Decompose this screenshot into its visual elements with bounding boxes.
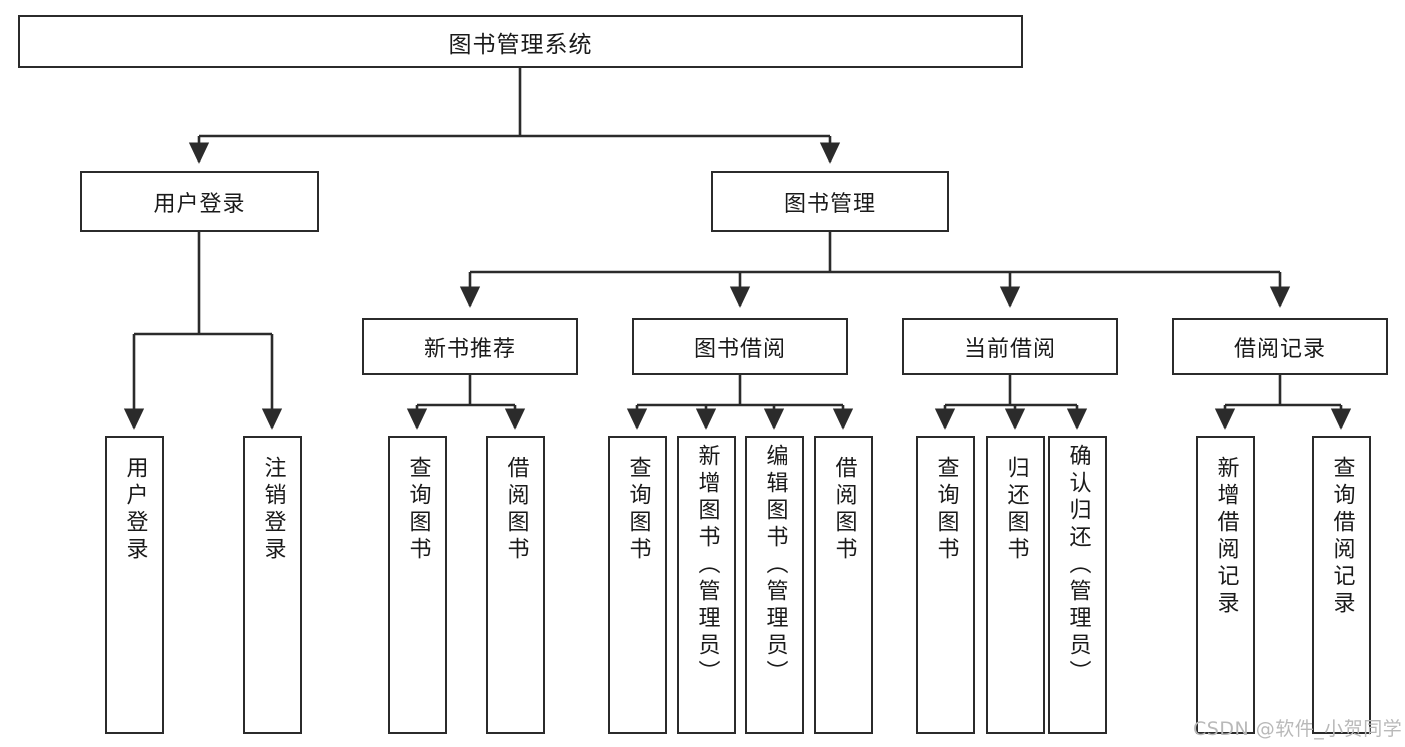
node-book-borrow-label: 图书借阅	[693, 336, 786, 362]
node-current-borrow-label: 当前借阅	[963, 336, 1056, 362]
node-leaf-return-book-label: 归还图书	[1003, 456, 1029, 564]
csdn-watermark: CSDN @软件_小贺同学	[1193, 718, 1403, 740]
node-leaf-query-book-2-label: 查询图书	[625, 456, 651, 564]
node-leaf-return-book[interactable]: 归还图书	[986, 436, 1045, 734]
node-leaf-confirm-return[interactable]: 确认归还（管理员）	[1048, 436, 1107, 734]
node-leaf-logout-label: 注销登录	[260, 456, 286, 564]
node-leaf-user-login[interactable]: 用户登录	[105, 436, 164, 734]
node-leaf-borrow-book-1[interactable]: 借阅图书	[486, 436, 545, 734]
node-leaf-query-book-3-label: 查询图书	[933, 456, 959, 564]
node-current-borrow[interactable]: 当前借阅	[902, 318, 1118, 375]
node-leaf-query-record-label: 查询借阅记录	[1329, 456, 1355, 618]
node-leaf-query-book-3[interactable]: 查询图书	[916, 436, 975, 734]
node-root[interactable]: 图书管理系统	[18, 15, 1023, 68]
node-user-login[interactable]: 用户登录	[80, 171, 319, 232]
node-leaf-query-book-1[interactable]: 查询图书	[388, 436, 447, 734]
node-new-book-recommend[interactable]: 新书推荐	[362, 318, 578, 375]
node-leaf-add-book-label: 新增图书（管理员）	[694, 444, 720, 687]
node-user-login-label: 用户登录	[153, 191, 246, 217]
node-leaf-query-book-2[interactable]: 查询图书	[608, 436, 667, 734]
node-leaf-user-login-label: 用户登录	[122, 456, 148, 564]
node-leaf-query-record[interactable]: 查询借阅记录	[1312, 436, 1371, 734]
node-leaf-logout[interactable]: 注销登录	[243, 436, 302, 734]
node-book-management-label: 图书管理	[783, 191, 876, 217]
node-borrow-record-label: 借阅记录	[1233, 336, 1326, 362]
node-leaf-borrow-book-2-label: 借阅图书	[831, 456, 857, 564]
node-leaf-add-record[interactable]: 新增借阅记录	[1196, 436, 1255, 734]
node-leaf-add-book[interactable]: 新增图书（管理员）	[677, 436, 736, 734]
node-book-management[interactable]: 图书管理	[711, 171, 949, 232]
node-leaf-confirm-return-label: 确认归还（管理员）	[1065, 444, 1091, 687]
node-leaf-borrow-book-1-label: 借阅图书	[503, 456, 529, 564]
node-book-borrow[interactable]: 图书借阅	[632, 318, 848, 375]
node-leaf-add-record-label: 新增借阅记录	[1213, 456, 1239, 618]
node-root-label: 图书管理系统	[448, 31, 593, 58]
node-leaf-query-book-1-label: 查询图书	[405, 456, 431, 564]
node-borrow-record[interactable]: 借阅记录	[1172, 318, 1388, 375]
node-leaf-borrow-book-2[interactable]: 借阅图书	[814, 436, 873, 734]
node-leaf-edit-book[interactable]: 编辑图书（管理员）	[745, 436, 804, 734]
node-leaf-edit-book-label: 编辑图书（管理员）	[762, 444, 788, 687]
node-new-book-recommend-label: 新书推荐	[423, 336, 516, 362]
